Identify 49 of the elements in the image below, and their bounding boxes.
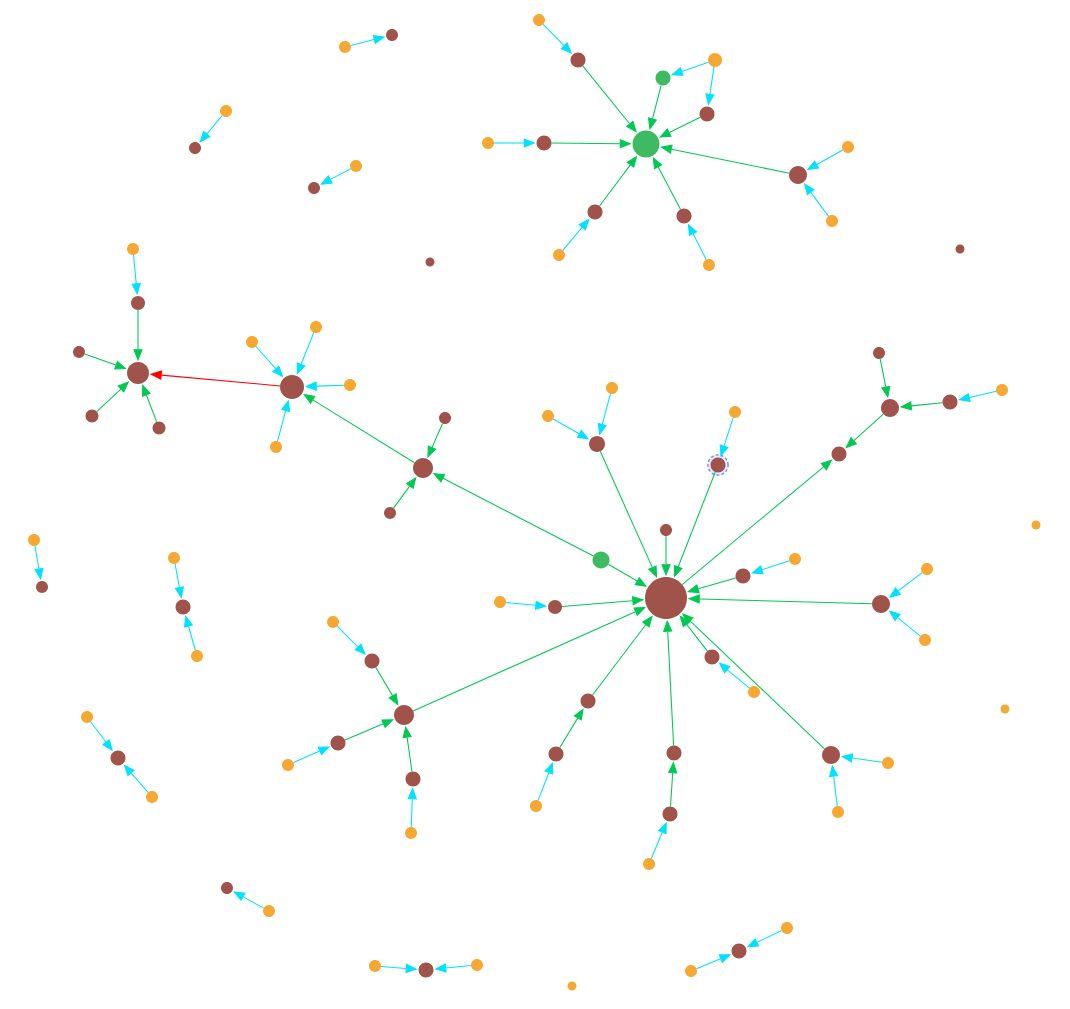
arrow <box>687 577 737 594</box>
circle-node <box>110 750 126 766</box>
circle-node <box>280 375 304 399</box>
circle-node <box>548 746 564 762</box>
circle-node <box>881 399 899 417</box>
arrow <box>559 708 584 749</box>
circle-node <box>666 745 682 761</box>
arrow <box>582 65 637 133</box>
circle-node <box>789 166 807 184</box>
circle-node <box>822 746 840 764</box>
circle-node <box>364 653 380 669</box>
circle-node <box>655 70 671 86</box>
circle-node <box>632 130 660 158</box>
circle-node <box>662 806 678 822</box>
arrow <box>233 891 265 909</box>
circle-node <box>699 106 715 122</box>
circle-node <box>676 208 692 224</box>
circle-node <box>405 771 421 787</box>
circle-node <box>587 204 603 220</box>
circle-node <box>731 943 747 959</box>
arrow <box>183 615 196 651</box>
circle-node <box>330 735 346 751</box>
circle-node <box>394 705 414 725</box>
circle-node <box>735 568 751 584</box>
circle-node <box>570 52 586 68</box>
circle-node <box>580 693 596 709</box>
arrow <box>142 384 158 423</box>
circle-node <box>872 595 890 613</box>
circle-node <box>645 577 687 619</box>
arrow <box>123 764 149 793</box>
arrow <box>562 218 590 251</box>
circle-node <box>131 296 145 310</box>
circle-node <box>413 458 433 478</box>
circle-node <box>175 599 191 615</box>
arrow <box>84 353 127 370</box>
circle-node <box>708 53 722 67</box>
circle-node <box>127 362 149 384</box>
circle-node <box>548 600 562 614</box>
circle-node <box>536 135 552 151</box>
circle-node <box>589 436 605 452</box>
arrow <box>660 144 790 174</box>
arrow <box>320 168 352 185</box>
arrow <box>199 115 223 143</box>
circle-node <box>704 649 720 665</box>
circle-node <box>831 446 847 462</box>
arrow <box>681 459 833 586</box>
circle-node <box>418 962 434 978</box>
circle-node <box>592 551 610 569</box>
circle-node <box>942 394 958 410</box>
